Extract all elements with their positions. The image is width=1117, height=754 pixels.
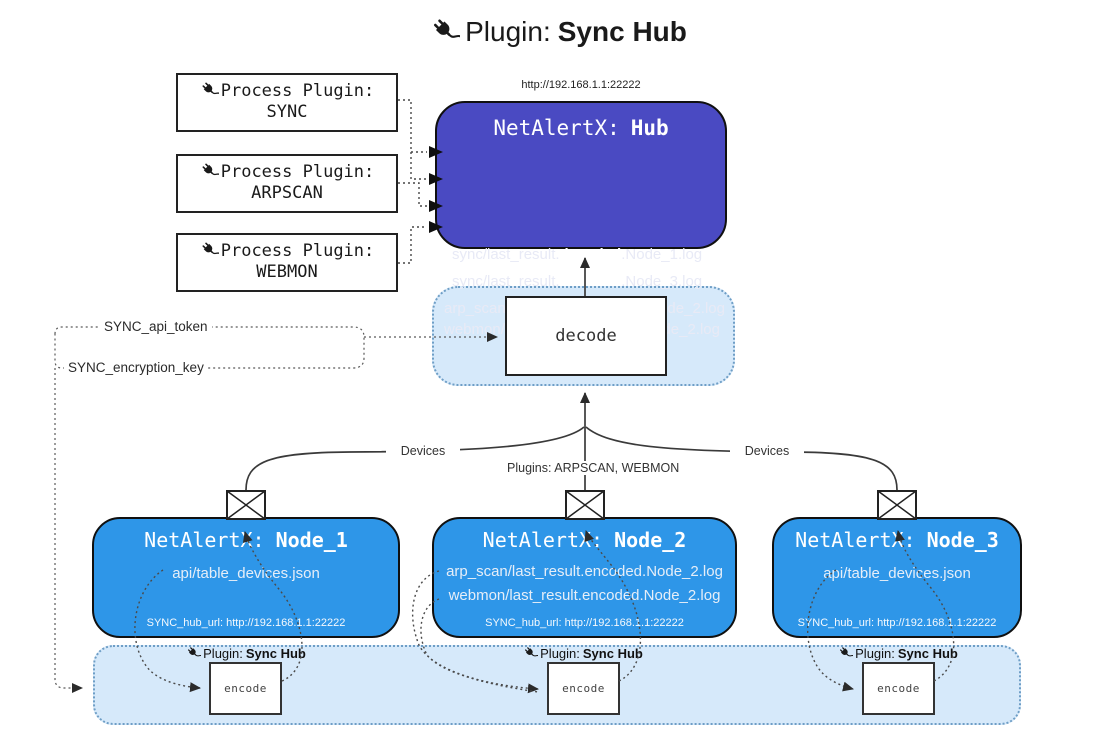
- plug-icon: [523, 646, 538, 661]
- decode-box: decode: [505, 296, 667, 376]
- process-plugin-name: SYNC: [266, 102, 308, 122]
- hub-title-name: Hub: [630, 116, 669, 140]
- envelope-icon: [226, 490, 266, 520]
- process-plugin-label: Process Plugin:: [220, 81, 375, 101]
- process-plugin-name: ARPSCAN: [251, 183, 323, 203]
- node-box-node-2: NetAlertX:Node_2 arp_scan/last_result.en…: [432, 517, 737, 638]
- node-title: NetAlertX:Node_2: [482, 528, 687, 552]
- node-box-node-3: NetAlertX:Node_3 api/table_devices.json …: [772, 517, 1022, 638]
- process-plugin-box-sync: Process Plugin: SYNC: [176, 73, 398, 132]
- process-plugin-box-webmon: Process Plugin: WEBMON: [176, 233, 398, 292]
- page-title-name: Sync Hub: [557, 16, 687, 47]
- envelope-icon: [877, 490, 917, 520]
- page-title: Plugin:Sync Hub: [0, 16, 1117, 48]
- process-plugin-box-arpscan: Process Plugin: ARPSCAN: [176, 154, 398, 213]
- band-plugin-label: Plugin:Sync Hub: [171, 646, 321, 661]
- hub-log-line: sync/last_result.decoded.Node_3.log: [452, 273, 703, 290]
- plug-icon: [430, 17, 460, 47]
- process-plugin-name: WEBMON: [256, 262, 318, 282]
- plug-icon: [200, 81, 219, 100]
- encode-box: encode: [209, 662, 282, 715]
- band-plugin-label: Plugin:Sync Hub: [508, 646, 658, 661]
- hub-title: NetAlertX: Hub: [437, 116, 725, 140]
- band-plugin-label: Plugin:Sync Hub: [823, 646, 973, 661]
- node-file: arp_scan/last_result.encoded.Node_2.log: [446, 563, 723, 580]
- plugins-label-center: Plugins: ARPSCAN, WEBMON: [504, 461, 679, 475]
- plug-icon: [200, 241, 219, 260]
- node-file: webmon/last_result.encoded.Node_2.log: [448, 587, 721, 604]
- process-plugin-label: Process Plugin:: [220, 162, 375, 182]
- sync-api-token-label: SYNC_api_token: [100, 319, 212, 334]
- hub-url-label: http://192.168.1.1:22222: [521, 79, 641, 91]
- encode-box: encode: [547, 662, 620, 715]
- hub-log-line: sync/last_result.decoded.Node_1.log: [452, 246, 703, 263]
- devices-label-right: Devices: [730, 444, 804, 458]
- node-file: api/table_devices.json: [823, 565, 971, 582]
- hub-box: NetAlertX: Hub sync/last_result.decoded.N…: [435, 101, 727, 338]
- node-hub-url: SYNC_hub_url: http://192.168.1.1:22222: [797, 617, 997, 629]
- page-title-prefix: Plugin:: [465, 16, 551, 47]
- encode-box: encode: [862, 662, 935, 715]
- node-box-node-1: NetAlertX:Node_1 api/table_devices.json …: [92, 517, 400, 638]
- sync-encryption-key-label: SYNC_encryption_key: [64, 360, 208, 375]
- plug-icon: [186, 646, 201, 661]
- plug-icon: [838, 646, 853, 661]
- envelope-icon: [565, 490, 605, 520]
- plug-icon: [200, 162, 219, 181]
- node-file: api/table_devices.json: [172, 565, 320, 582]
- process-plugin-label: Process Plugin:: [220, 241, 375, 261]
- hub-title-prefix: NetAlertX:: [493, 116, 620, 140]
- devices-label-left: Devices: [386, 444, 460, 458]
- node-hub-url: SYNC_hub_url: http://192.168.1.1:22222: [485, 617, 684, 629]
- node-hub-url: SYNC_hub_url: http://192.168.1.1:22222: [146, 617, 346, 629]
- node-title: NetAlertX:Node_3: [795, 528, 999, 552]
- node-title: NetAlertX:Node_1: [144, 528, 348, 552]
